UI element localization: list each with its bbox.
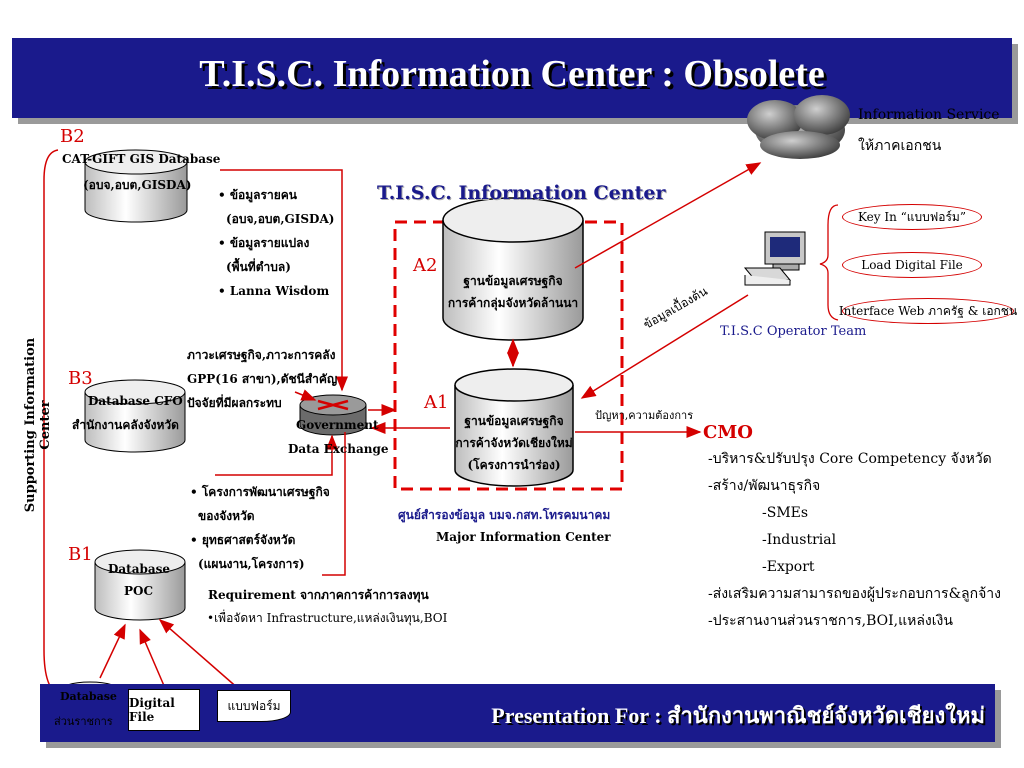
requirement-title: Requirement จากภาคการค้าการลงทุน (208, 588, 429, 602)
gov-db-line2: ส่วนราชการ (54, 715, 113, 728)
cmo-item: -ประสานงานส่วนราชการ,BOI,แหล่งเงิน (708, 613, 953, 629)
cloud-icon (747, 95, 850, 159)
cmo-item: -สร้าง/พัฒนาธุรกิจ (708, 478, 821, 494)
b1-note: • โครงการพัฒนาเศรษฐกิจ (190, 485, 330, 499)
service-line1: Information Service (858, 107, 1000, 123)
option-interface-web: Interface Web ภาครัฐ & เอกชน (839, 298, 1017, 324)
a2-line: ฐานข้อมูลเศรษฐกิจ (463, 274, 563, 288)
b3-note: ปัจจัยที่มีผลกระทบ (187, 396, 282, 410)
router-icon (299, 394, 367, 436)
a2-database-cylinder (442, 197, 584, 341)
cmo-item: -ส่งเสริมความสามารถของผู้ประกอบการ&ลูกจ้… (708, 586, 1001, 602)
page-title: T.I.S.C. Information Center : Obsolete (199, 53, 825, 95)
b2-bullets: • ข้อมูลรายคน (อบจ,อบต,GISDA) • ข้อมูลรา… (218, 183, 334, 303)
b2-bullet: (อบจ,อบต,GISDA) (226, 212, 335, 226)
b2-bullet: • ข้อมูลรายแปลง (218, 236, 310, 250)
operator-team: T.I.S.C Operator Team (720, 324, 867, 339)
a1-line: (โครงการนำร่อง) (467, 458, 561, 472)
a2-tag: A2 (413, 255, 438, 276)
form-box: แบบฟอร์ม (217, 690, 291, 722)
gov-db-line1: Database (60, 690, 117, 703)
title-bar: T.I.S.C. Information Center : Obsolete (12, 38, 1012, 118)
a1-label: ฐานข้อมูลเศรษฐกิจ การค้าจังหวัดเชียงใหม่… (455, 410, 573, 476)
b3-database-cylinder (84, 379, 186, 453)
b1-tag: B1 (68, 544, 93, 565)
a1-line: การค้าจังหวัดเชียงใหม่ (455, 436, 573, 450)
b2-db-sub: (อบจ,อบต,GISDA) (83, 178, 192, 192)
option-load-digital: Load Digital File (842, 252, 982, 278)
b3-note: GPP(16 สาขา),ดัชนีสำคัญ (187, 372, 338, 386)
cmo-list: -บริหาร&ปรับปรุง Core Competency จังหวัด… (708, 446, 1001, 635)
cmo-item: -SMEs (762, 505, 809, 521)
b1-note: (แผนงาน,โครงการ) (198, 557, 305, 571)
computer-icon (743, 231, 806, 286)
b2-bullet: • Lanna Wisdom (218, 284, 330, 298)
supporting-label: Supporting Information Center (23, 337, 53, 513)
service-line2: ให้ภาคเอกชน (858, 138, 942, 154)
a1-line: ฐานข้อมูลเศรษฐกิจ (464, 414, 564, 428)
b3-db-name: Database CFO (88, 394, 183, 408)
b2-tag: B2 (60, 126, 85, 147)
b1-database-cylinder (94, 549, 186, 621)
b1-note: ของจังหวัด (198, 509, 255, 523)
a1-tag: A1 (424, 392, 449, 413)
backup-center: ศูนย์สำรองข้อมูล บมจ.กสท.โทรคมนาคม (398, 508, 611, 522)
digital-file-box: Digital File (128, 689, 200, 731)
need-label: ปัญหา,ความต้องการ (595, 409, 694, 422)
b2-db-name: CAT-GIFT GIS Database (62, 152, 221, 166)
requirement-detail: •เพื่อจัดหา Infrastructure,แหล่งเงินทุน,… (207, 611, 448, 625)
b3-notes: ภาวะเศรษฐกิจ,ภาวะการคลัง GPP(16 สาขา),ดั… (187, 343, 337, 415)
center-heading: T.I.S.C. Information Center (377, 182, 666, 204)
b2-bullet: (พื้นที่ตำบล) (226, 260, 291, 274)
cmo-item: -Industrial (762, 532, 837, 548)
a2-line: การค้ากลุ่มจังหวัดล้านนา (447, 296, 579, 310)
b2-database-cylinder (84, 149, 188, 223)
cmo-item: -Export (762, 559, 815, 575)
b3-db-sub: สำนักงานคลังจังหวัด (72, 418, 179, 432)
gov-label: Government (296, 418, 379, 432)
b1-note: • ยุทธศาสตร์จังหวัด (190, 533, 296, 547)
option-key-in: Key In “แบบฟอร์ม” (842, 204, 982, 230)
gov-sublabel: Data Exchange (288, 442, 389, 456)
footer-text: Presentation For : สำนักงานพาณิชย์จังหวั… (491, 703, 985, 728)
a1-database-cylinder (454, 368, 574, 487)
b1-notes: • โครงการพัฒนาเศรษฐกิจ ของจังหวัด • ยุทธ… (190, 480, 330, 576)
b2-bullet: • ข้อมูลรายคน (218, 188, 297, 202)
b3-tag: B3 (68, 368, 93, 389)
a2-label: ฐานข้อมูลเศรษฐกิจ การค้ากลุ่มจังหวัดล้าน… (443, 270, 583, 314)
b1-db-line2: POC (124, 584, 154, 598)
cmo-item: -บริหาร&ปรับปรุง Core Competency จังหวัด (708, 451, 992, 467)
major-center: Major Information Center (436, 530, 611, 544)
cmo-tag: CMO (703, 422, 753, 443)
b3-note: ภาวะเศรษฐกิจ,ภาวะการคลัง (187, 348, 336, 362)
b1-db-line1: Database (108, 562, 171, 576)
